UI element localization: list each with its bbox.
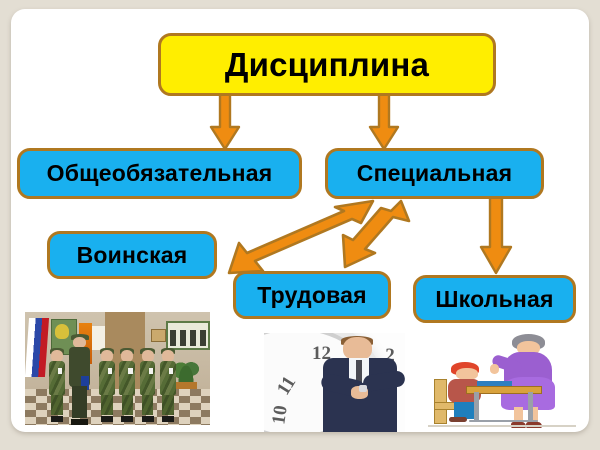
clock-numeral: 12 bbox=[311, 342, 331, 364]
node-label: Воинская bbox=[76, 241, 188, 268]
soldier bbox=[99, 347, 115, 423]
clock-numeral: 10 bbox=[268, 404, 292, 427]
node-labor[interactable]: Трудовая bbox=[233, 271, 391, 319]
arrow-title-to-general bbox=[209, 89, 241, 153]
school-photo bbox=[428, 323, 576, 431]
node-label: Общеобязательная bbox=[46, 160, 273, 186]
clock-numeral: 2 bbox=[385, 344, 395, 366]
picture-frame bbox=[150, 328, 166, 343]
soldier bbox=[119, 347, 136, 423]
emblem-icon bbox=[54, 324, 70, 340]
node-label: Дисциплина bbox=[224, 45, 430, 83]
node-label: Трудовая bbox=[257, 281, 367, 308]
labor-photo: 12 2 11 10 bbox=[264, 333, 405, 432]
node-special[interactable]: Специальная bbox=[325, 148, 544, 199]
businessman bbox=[318, 336, 405, 432]
classroom-scene bbox=[428, 323, 576, 431]
arrow-special-to-military bbox=[211, 199, 376, 279]
clock-scene: 12 2 11 10 bbox=[264, 333, 405, 432]
military-photo bbox=[25, 312, 210, 425]
node-label: Специальная bbox=[356, 160, 513, 186]
soldier bbox=[49, 347, 65, 423]
node-school[interactable]: Школьная bbox=[413, 275, 576, 323]
school-desk bbox=[466, 381, 543, 423]
floor-line bbox=[428, 424, 576, 427]
russian-flag-icon bbox=[25, 317, 50, 377]
arrow-title-to-special bbox=[368, 89, 400, 153]
barracks-scene bbox=[25, 312, 210, 425]
soldier bbox=[160, 347, 176, 423]
slide-canvas: Дисциплина Общеобязательная Специальная … bbox=[11, 9, 589, 432]
arrow-special-to-school bbox=[479, 195, 513, 279]
book-icon bbox=[476, 381, 513, 387]
pupil bbox=[446, 361, 490, 422]
node-label: Школьная bbox=[435, 285, 554, 312]
node-title-discipline[interactable]: Дисциплина bbox=[158, 33, 496, 96]
soldier bbox=[139, 347, 156, 423]
node-general-obligatory[interactable]: Общеобязательная bbox=[17, 148, 302, 199]
arrow-special-to-labor bbox=[331, 199, 411, 279]
node-military[interactable]: Воинская bbox=[47, 231, 217, 279]
uniform-chart bbox=[165, 321, 210, 350]
officer bbox=[69, 334, 90, 425]
wall-poster bbox=[91, 325, 105, 351]
plant-icon bbox=[173, 352, 199, 383]
wristwatch-icon bbox=[359, 385, 367, 393]
